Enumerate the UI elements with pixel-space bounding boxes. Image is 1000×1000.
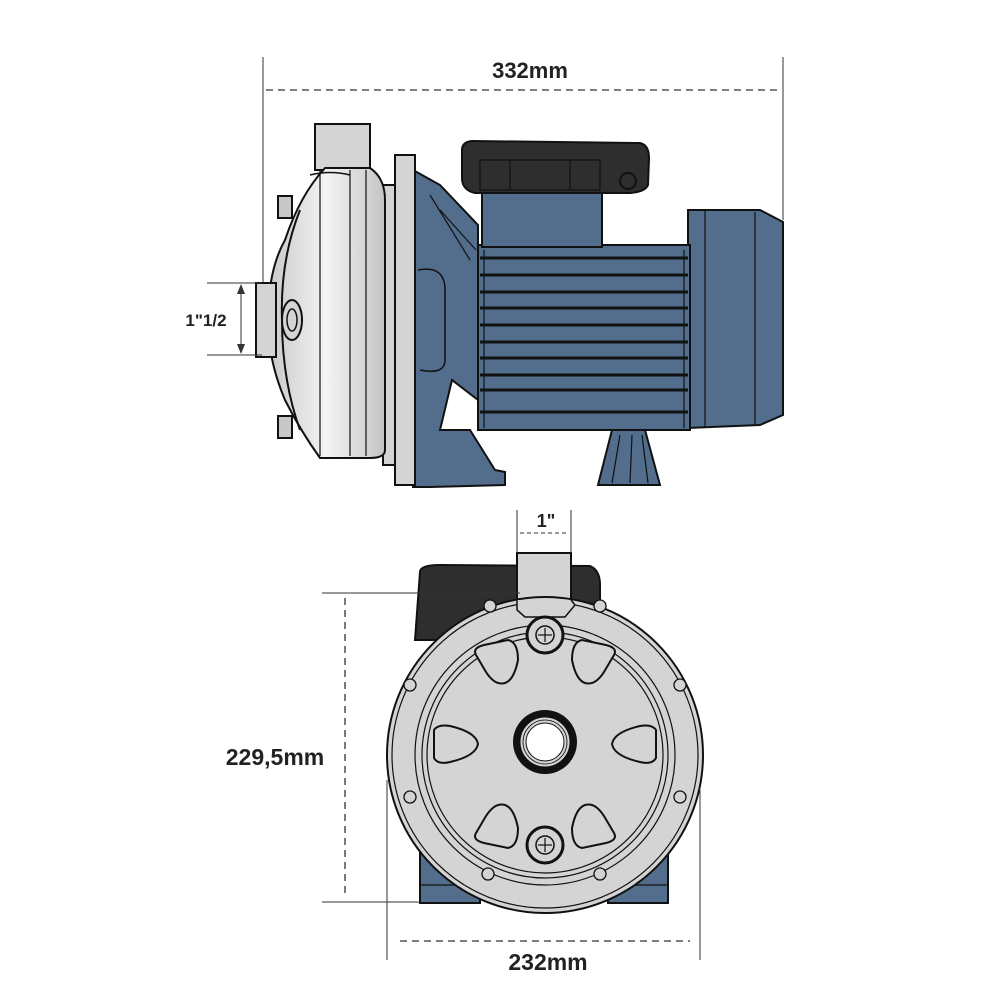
width-label: 232mm: [508, 949, 587, 975]
motor-body: [477, 244, 691, 431]
side-view: [207, 57, 784, 488]
width-dimension: [386, 780, 701, 960]
outlet-size-label: 1": [537, 511, 556, 531]
drain-plug-top-icon: [525, 615, 565, 655]
drain-plug-bottom-icon: [525, 825, 565, 865]
cable-gland-icon: [619, 172, 637, 190]
length-dimension: [262, 57, 784, 290]
inlet-dimension: [207, 282, 262, 356]
outlet-dimension: [516, 510, 572, 553]
height-dimension: [322, 592, 520, 903]
inlet-size-label: 1"1/2: [185, 311, 226, 330]
flange-holes: [403, 599, 687, 881]
outlet-pipe: [314, 123, 371, 171]
motor-foot: [596, 429, 662, 486]
cover-ribs: [433, 638, 657, 850]
pump-casing: [266, 167, 386, 459]
pump-bracket: [412, 168, 506, 488]
front-outlet-pipe: [516, 552, 572, 602]
height-label: 229,5mm: [226, 744, 324, 770]
length-label: 332mm: [492, 58, 568, 83]
casing-bolt: [277, 415, 293, 439]
suction-cap-icon: [281, 299, 303, 341]
pump-flange: [394, 154, 416, 486]
cooling-fins: [480, 256, 688, 414]
front-view: [322, 510, 704, 960]
terminal-box: [481, 191, 603, 248]
motor-end-cover: [687, 209, 784, 430]
casing-bolt: [277, 195, 293, 219]
inlet-port: [255, 282, 277, 358]
terminal-box-cover: [461, 139, 651, 194]
